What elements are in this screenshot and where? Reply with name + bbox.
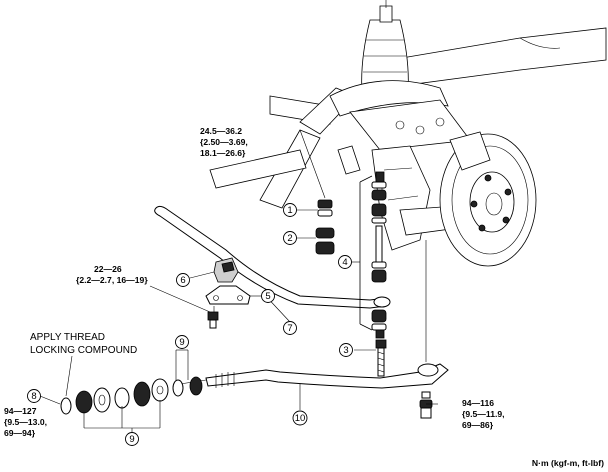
callout-2-number: 2 [287, 233, 292, 244]
torque-spec-3-line-3: 69—94} [4, 428, 36, 438]
callout-9-bottom: 9 [125, 432, 139, 446]
callout-3: 3 [339, 343, 353, 357]
suspension-assembly-illustration [209, 0, 607, 362]
torque-spec-4-line-3: 69—86} [462, 420, 494, 430]
callout-5: 5 [261, 289, 275, 303]
callout-10: 10 [292, 410, 308, 426]
torque-spec-2-line-2: {2.2—2.7, 16—19} [76, 275, 148, 285]
callout-1: 1 [283, 203, 297, 217]
callout-7-number: 7 [287, 323, 292, 334]
torque-spec-1-line-1: 24.5—36.2 [200, 126, 242, 136]
callout-5-number: 5 [265, 291, 270, 302]
callout-6: 6 [176, 273, 190, 287]
torque-spec-3-line-1: 94—127 [4, 406, 37, 416]
link-bolt [375, 339, 387, 377]
callout-1-number: 1 [287, 205, 292, 216]
stabilizer-bracket-and-bushing [205, 257, 251, 329]
callout-9-top: 9 [175, 335, 189, 349]
upper-bushings [299, 129, 335, 255]
callout-4: 4 [338, 255, 352, 269]
torque-spec-2-line-1: 22—26 [94, 264, 122, 274]
units-label: N·m (kgf-m, ft-lbf) [532, 458, 604, 468]
stabilizer-bar [154, 205, 391, 309]
torque-spec-1-line-2: {2.50—3.69, [200, 137, 248, 147]
callout-7: 7 [283, 321, 297, 335]
note-line-1: APPLY THREAD [30, 332, 105, 343]
callout-6-number: 6 [180, 275, 185, 286]
callout-4-number: 4 [342, 257, 347, 268]
lateral-link [179, 363, 449, 389]
callout-2: 2 [283, 231, 297, 245]
torque-spec-knuckle-bolt: 94—116 {9.5—11.9, 69—86} [462, 398, 505, 430]
callout-8-number: 8 [31, 391, 36, 402]
callout-8: 8 [27, 389, 41, 403]
torque-spec-4-line-2: {9.5—11.9, [462, 409, 505, 419]
callout-3-number: 3 [343, 345, 348, 356]
thread-locking-note: APPLY THREAD LOCKING COMPOUND [30, 332, 137, 356]
callout-10-number: 10 [295, 413, 306, 424]
stabilizer-link [345, 171, 387, 339]
torque-spec-1-line-3: 18.1—26.6} [200, 148, 246, 158]
torque-spec-4-line-1: 94—116 [462, 398, 494, 408]
note-line-2: LOCKING COMPOUND [30, 345, 137, 356]
callout-9-top-number: 9 [179, 337, 184, 348]
lateral-link-bushings [60, 376, 203, 415]
torque-spec-link-nut: 24.5—36.2 {2.50—3.69, 18.1—26.6} [200, 126, 248, 158]
torque-spec-3-line-2: {9.5—13.0, [4, 417, 47, 427]
callout-9-bottom-number: 9 [129, 434, 134, 445]
knuckle-side-bolt [419, 391, 433, 419]
torque-spec-lateral-link-nut: 94—127 {9.5—13.0, 69—94} [4, 406, 47, 438]
torque-spec-bracket-bolt: 22—26 {2.2—2.7, 16—19} [76, 264, 148, 285]
